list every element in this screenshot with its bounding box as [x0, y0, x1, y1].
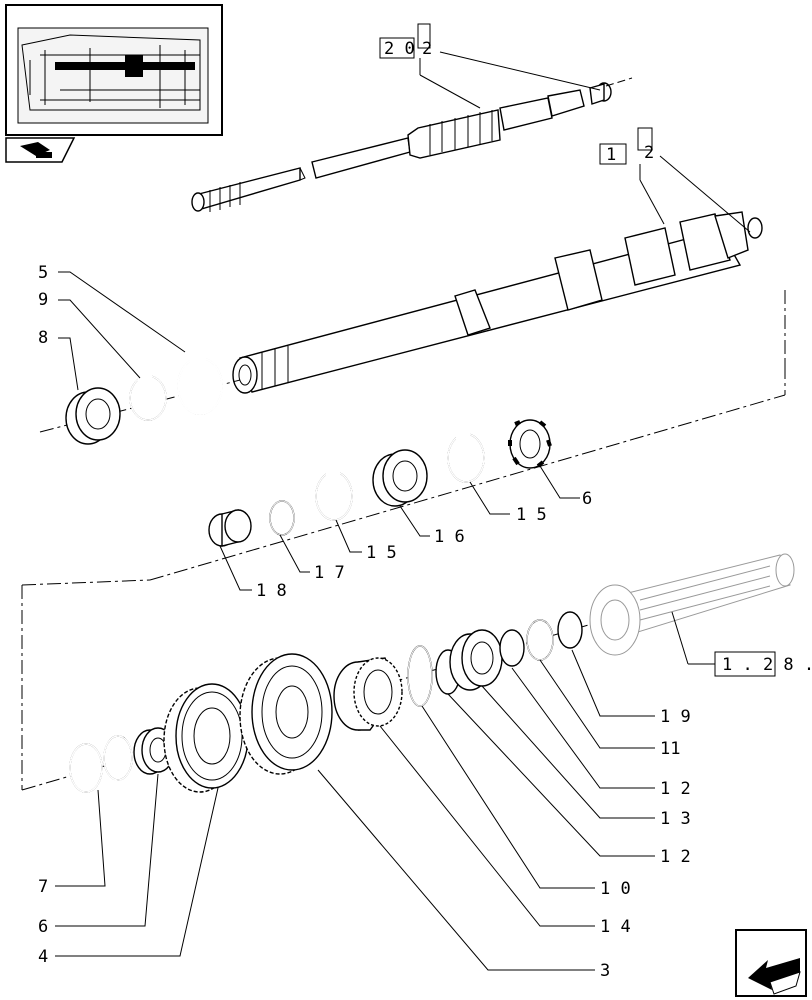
callout-17: 1 7 [314, 563, 345, 583]
callout-6-upper: 6 [582, 489, 592, 509]
circlips-7 [69, 735, 133, 793]
reference-20-sub-text: 2 [422, 39, 432, 59]
washer-12b [499, 629, 525, 667]
callout-8: 8 [38, 328, 48, 348]
circlip-15-upper [447, 432, 485, 483]
needle-bearing-6-upper [508, 419, 552, 469]
callout-16: 1 6 [434, 527, 465, 547]
callout-labels: 5 9 8 6 1 5 1 6 1 5 1 7 1 8 1 9 11 1 2 1… [38, 263, 691, 981]
callout-10: 1 0 [600, 879, 631, 899]
callout-6-lower: 6 [38, 917, 48, 937]
circlip-9 [129, 372, 167, 421]
reference-1-28[interactable]: 1 . 2 8 . [671, 611, 812, 677]
gear-3 [239, 653, 333, 775]
callout-18: 1 8 [256, 581, 287, 601]
circlip-5 [177, 354, 223, 415]
callout-14: 1 4 [600, 917, 631, 937]
bushing-18 [208, 509, 252, 547]
snap-ring-10 [407, 645, 433, 707]
circlip-11 [526, 619, 554, 661]
main-shaft [232, 211, 763, 394]
callout-9: 9 [38, 290, 48, 310]
reference-20-2[interactable]: 2 0 2 [379, 23, 601, 109]
callout-3: 3 [600, 961, 610, 981]
circlip-17 [269, 500, 295, 536]
input-shaft [191, 77, 633, 212]
callout-13: 1 3 [660, 809, 691, 829]
callout-12-lower: 1 2 [660, 847, 691, 867]
reference-1-2[interactable]: 1 2 [599, 127, 751, 233]
circlip-15-lower [315, 470, 353, 521]
synchro-hub-14 [333, 657, 403, 731]
ring-19 [557, 611, 583, 649]
reference-1-sub-text: 2 [644, 143, 654, 163]
callout-11: 11 [660, 739, 680, 759]
callout-15-upper: 1 5 [516, 505, 547, 525]
gear-4 [163, 683, 249, 793]
bearing-16 [372, 449, 428, 507]
callout-7: 7 [38, 877, 48, 897]
reference-1-28-text: 1 . 2 8 . [722, 655, 812, 675]
reference-20-box-text: 2 0 [384, 39, 415, 59]
previous-page-arrow-icon[interactable] [735, 929, 807, 997]
bearing-8 [65, 387, 121, 445]
callout-19: 1 9 [660, 707, 691, 727]
callout-15-lower: 1 5 [366, 543, 397, 563]
callout-5: 5 [38, 263, 48, 283]
reference-shaft-1-28 [589, 553, 795, 656]
locator-thumbnail[interactable] [5, 4, 223, 136]
bearing-13 [449, 629, 503, 691]
callout-leaders [55, 271, 655, 971]
reference-1-box-text: 1 [606, 145, 616, 165]
callout-12-upper: 1 2 [660, 779, 691, 799]
callout-4: 4 [38, 947, 48, 967]
manual-book-icon[interactable] [5, 137, 76, 163]
